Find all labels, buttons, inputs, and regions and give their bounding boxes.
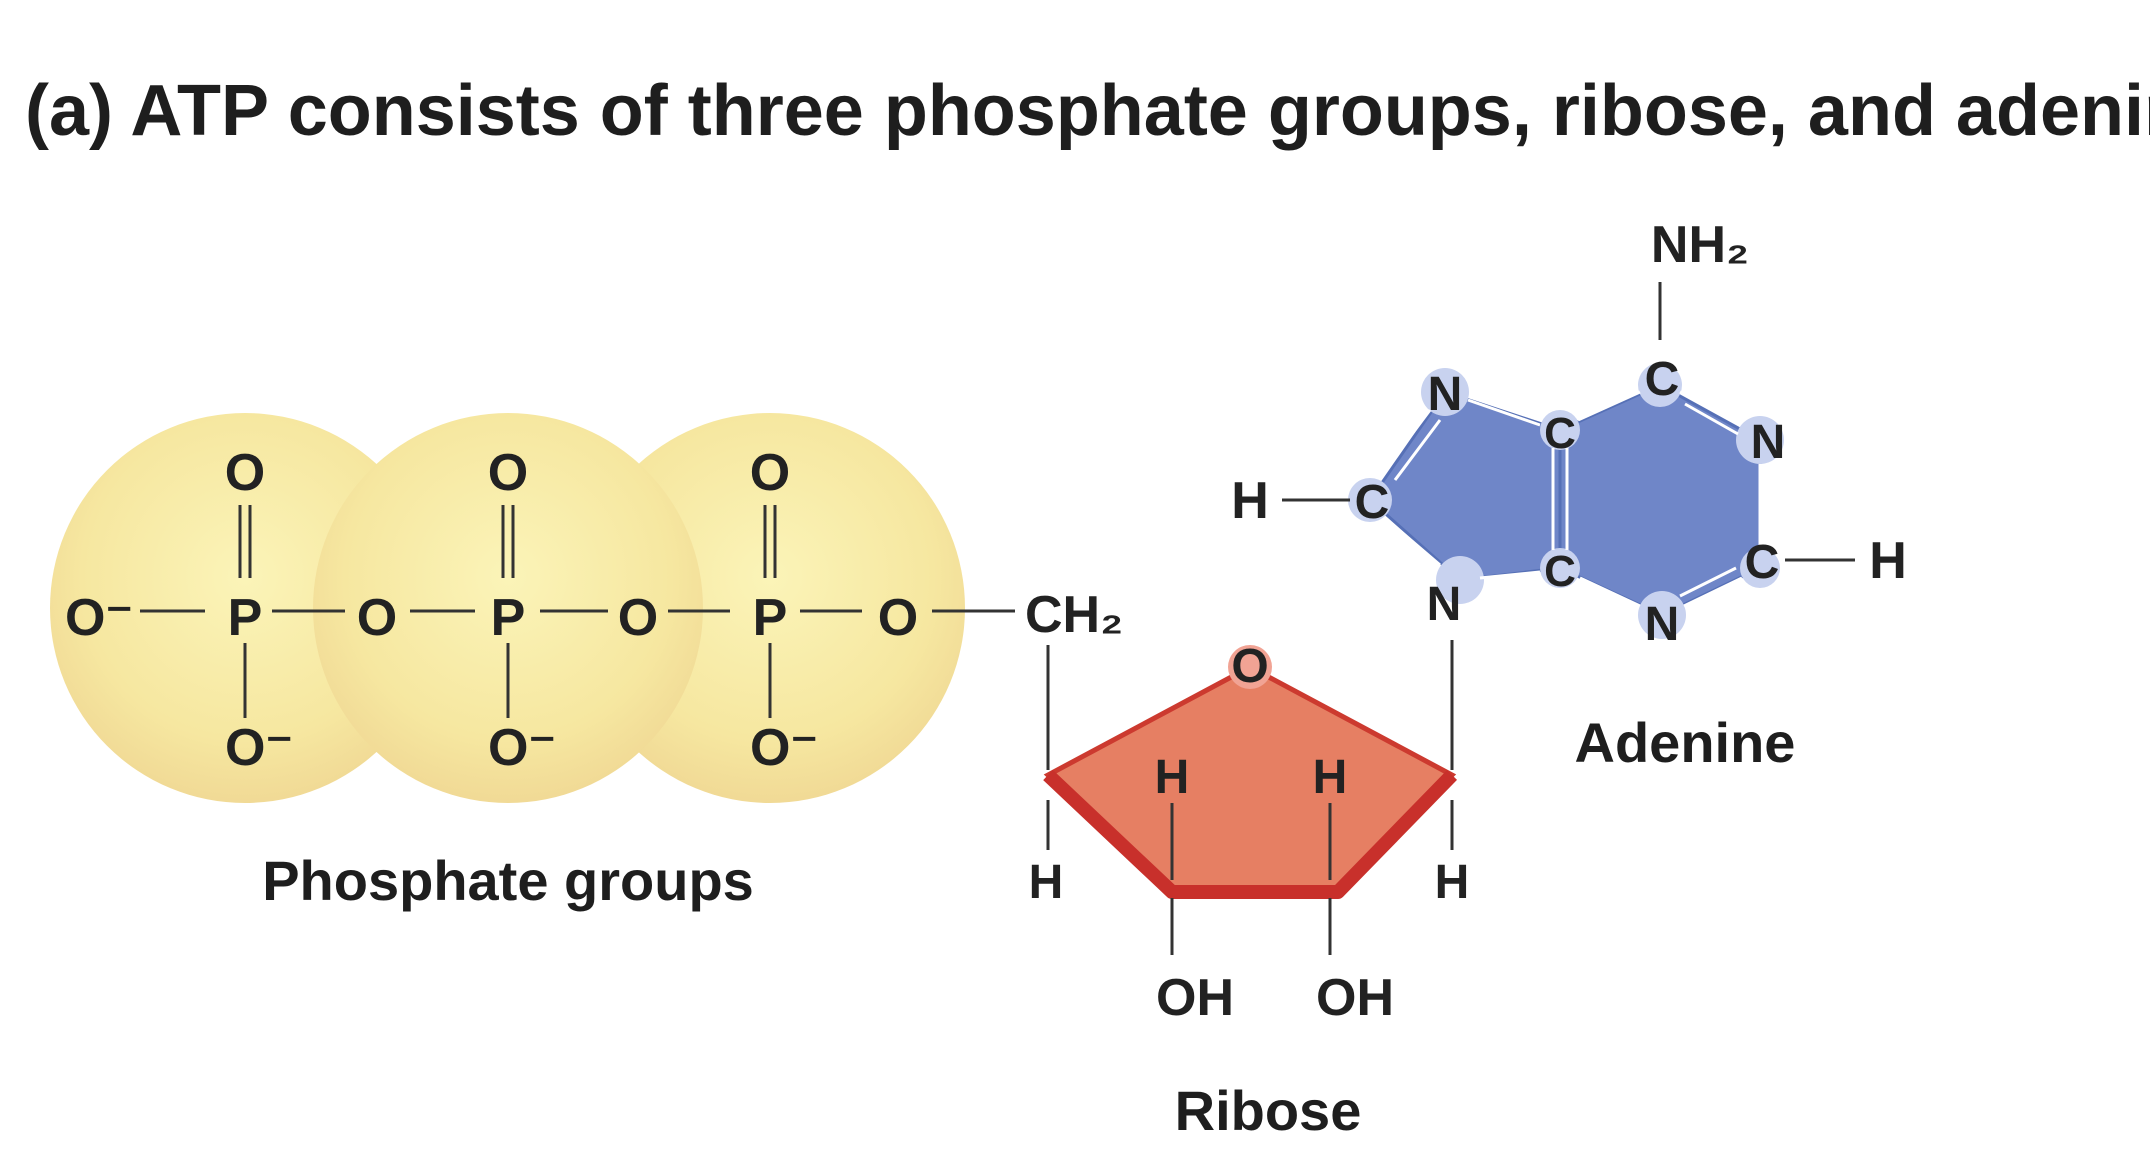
ribose-ring <box>1043 664 1457 893</box>
atom-ribose-o: O <box>1231 640 1268 693</box>
atom-adenine-c6: C <box>1645 353 1680 406</box>
atom-p-2: P <box>491 589 526 647</box>
adenine-node <box>1736 416 1784 464</box>
atom-ribose-h-3: H <box>1313 751 1348 804</box>
adenine-node <box>1638 363 1682 407</box>
atom-o-double-2: O <box>488 444 528 502</box>
atom-p-3: P <box>753 589 788 647</box>
phosphate-groups-label: Phosphate groups <box>262 849 754 912</box>
atom-ribose-h-4: H <box>1435 856 1470 909</box>
atom-oh-2: OH <box>1316 969 1394 1027</box>
atom-adenine-n1: N <box>1751 416 1786 469</box>
atom-adenine-h-right: H <box>1869 532 1907 590</box>
atom-o-bridge-2: O <box>618 589 658 647</box>
atom-o-bridge-3: O <box>878 589 918 647</box>
ribose-o-node <box>1228 645 1272 689</box>
atom-o-minus-2: O⁻ <box>488 719 556 777</box>
atom-oh-1: OH <box>1156 969 1234 1027</box>
adenine-node <box>1638 591 1686 639</box>
figure-title: (a) ATP consists of three phosphate grou… <box>25 71 2150 151</box>
atom-adenine-c8: C <box>1355 476 1390 529</box>
atom-ribose-h-1: H <box>1029 856 1064 909</box>
atom-o-minus-3: O⁻ <box>750 719 818 777</box>
adenine-node <box>1740 548 1780 588</box>
atom-adenine-h-left: H <box>1231 472 1269 530</box>
atom-ch2: CH₂ <box>1025 586 1123 644</box>
atom-nh2: NH₂ <box>1651 216 1749 274</box>
atom-adenine-n9: N <box>1427 578 1462 631</box>
phosphate-groups: O⁻ P O P O P O O O O O⁻ O⁻ O⁻ Phosphate … <box>50 413 1015 912</box>
adenine-node <box>1540 548 1580 588</box>
adenine-five-ring <box>1368 390 1562 582</box>
atom-adenine-n7: N <box>1428 368 1463 421</box>
adenine-label: Adenine <box>1575 711 1796 774</box>
atom-p-1: P <box>228 589 263 647</box>
atom-o-double-3: O <box>750 444 790 502</box>
atom-adenine-c2: C <box>1745 536 1780 589</box>
atom-ribose-h-2: H <box>1155 751 1190 804</box>
atom-o-minus-1: O⁻ <box>225 719 293 777</box>
adenine: H H NH₂ N C N C C C N C N Adenine <box>1231 216 1907 774</box>
atom-adenine-c4: C <box>1544 547 1576 596</box>
adenine-node <box>1540 410 1580 450</box>
atom-adenine-c5: C <box>1544 409 1576 458</box>
adenine-node <box>1348 478 1392 522</box>
ribose: CH₂ O H H H H OH OH Ribose <box>1025 586 1469 1142</box>
atom-adenine-n3: N <box>1645 598 1680 651</box>
atom-o-minus: O⁻ <box>65 589 133 647</box>
adenine-node <box>1436 556 1484 604</box>
atom-o-double-1: O <box>225 444 265 502</box>
ribose-label: Ribose <box>1175 1079 1362 1142</box>
adenine-node <box>1421 368 1469 416</box>
phosphate-sphere-2 <box>313 413 703 803</box>
atom-o-bridge-1: O <box>357 589 397 647</box>
